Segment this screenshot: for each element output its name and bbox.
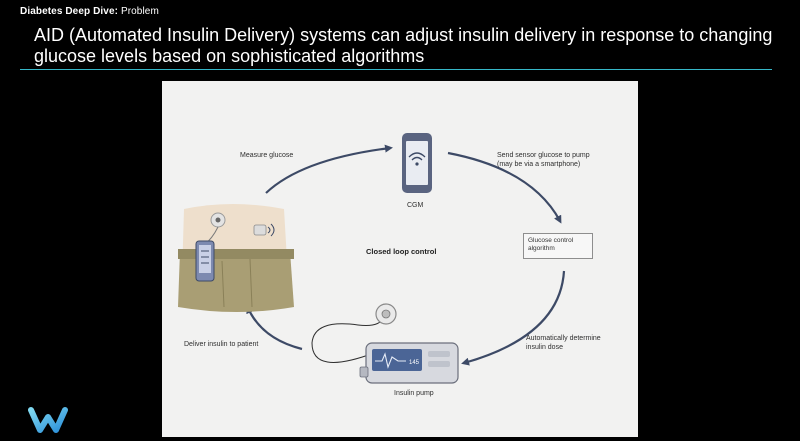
kicker-bold: Diabetes Deep Dive: — [20, 6, 119, 17]
label-measure-glucose: Measure glucose — [240, 152, 294, 159]
title-divider — [20, 69, 772, 70]
kicker-rest: Problem — [118, 6, 159, 17]
arrow-measure-glucose — [265, 144, 393, 194]
label-determine-line1: Automatically determine — [526, 335, 601, 342]
label-determine-line2: insulin dose — [526, 344, 563, 351]
insulin-pump-icon: 145 — [359, 342, 459, 384]
slide-kicker: Diabetes Deep Dive: Problem — [20, 6, 159, 17]
label-algorithm: Glucose control algorithm — [528, 237, 574, 252]
closed-loop-diagram: 145 — [178, 133, 566, 384]
patch-pump-icon — [195, 240, 215, 282]
algorithm-box: Glucose control algorithm — [523, 233, 593, 259]
label-insulin-pump: Insulin pump — [394, 390, 434, 397]
patient-torso-icon — [178, 204, 294, 312]
label-send-line1: Send sensor glucose to pump — [497, 152, 590, 159]
diagram-panel: 145 Measure glucose Send sensor glucose … — [162, 81, 638, 437]
pump-screen-readout: 145 — [409, 360, 420, 366]
label-send-line2: (may be via a smartphone) — [497, 161, 581, 168]
brand-logo-icon — [28, 407, 68, 433]
cgm-phone-icon — [402, 133, 432, 193]
label-deliver-insulin: Deliver insulin to patient — [184, 341, 259, 348]
slide-headline: AID (Automated Insulin Delivery) systems… — [34, 25, 773, 66]
label-cgm: CGM — [407, 202, 424, 209]
label-closed-loop-control: Closed loop control — [366, 247, 437, 256]
arrow-send-to-pump — [447, 151, 562, 224]
arrow-determine-dose — [461, 270, 566, 366]
infusion-set-icon — [311, 303, 397, 363]
arrow-deliver-insulin — [246, 305, 303, 351]
